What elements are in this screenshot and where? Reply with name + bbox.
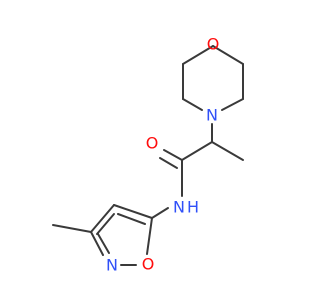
bond-isox-c5-c4 [113, 204, 153, 219]
bond-isox-c5-c4-dbl [117, 213, 146, 225]
bond-nh-c5 [151, 207, 169, 219]
atom-n-amide: N [173, 198, 185, 217]
bond-c3-methyl [52, 224, 92, 233]
atom-n-isoxazole: N [106, 256, 118, 275]
bond-morph-6 [212, 45, 244, 65]
bond-ch-methyl [211, 141, 244, 161]
bond-co-1 [163, 149, 183, 161]
atom-h-amide: H [187, 198, 199, 217]
bond-isox-c4-c3 [90, 204, 115, 233]
bond-isox-c3-n [90, 231, 104, 256]
bond-isox-o-c5 [146, 217, 153, 255]
atom-o-morpholine: O [207, 35, 220, 54]
bond-morph-3 [182, 98, 203, 111]
bond-isox-c4-c3-dbl [96, 213, 115, 235]
bond-layer [52, 45, 244, 266]
bond-isox-c3-n-dbl [97, 233, 110, 254]
bond-ch-carbonyl [181, 141, 213, 161]
bond-morph-1 [182, 45, 214, 65]
atom-o-carbonyl: O [146, 134, 159, 153]
atom-n-morpholine: N [206, 106, 218, 125]
bond-morph-4 [221, 98, 244, 111]
bond-co-2 [159, 157, 178, 169]
molecule-structure-diagram: O N O N H N O [52, 35, 244, 275]
atom-o-isoxazole: O [142, 255, 155, 274]
atom-label-layer: O N O N H N O [106, 35, 219, 275]
